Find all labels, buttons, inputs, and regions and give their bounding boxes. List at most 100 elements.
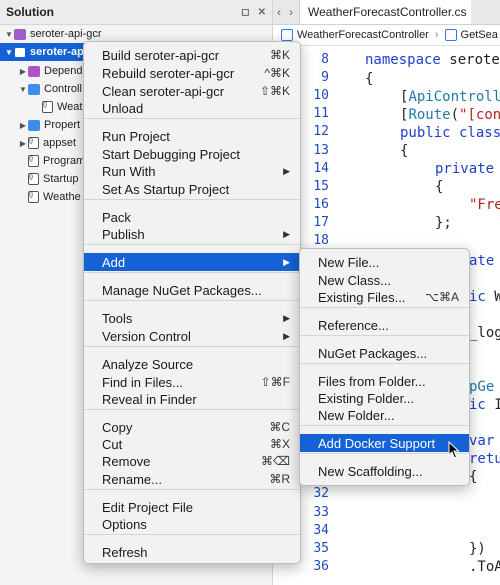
menu-item-shortcut: ⌘X	[269, 437, 290, 451]
line-number: 35	[313, 540, 329, 556]
menu-item-unload[interactable]: Unload	[84, 99, 300, 117]
expand-icon[interactable]: ▼	[5, 29, 13, 39]
pin-icon[interactable]: ◻	[241, 6, 250, 18]
menu-item-label: Reveal in Finder	[102, 391, 197, 407]
menu-item-build[interactable]: Build seroter-api-gcr⌘K	[84, 46, 300, 64]
menu-item-run-with[interactable]: Run With▶	[84, 162, 300, 180]
tree-item-appsettings[interactable]: ▶ {} appset	[0, 134, 272, 152]
menu-separator	[300, 425, 469, 426]
menu-item-shortcut: ⌘C	[269, 420, 290, 434]
menu-separator	[84, 199, 300, 200]
menu-item-cut[interactable]: Cut⌘X	[84, 435, 300, 453]
menu-item-find-in-files[interactable]: Find in Files...⇧⌘F	[84, 373, 300, 391]
code-editor[interactable]: namespace seroter { [ApiControll [Route(…	[333, 46, 500, 585]
method-icon	[444, 29, 457, 41]
tree-item-program[interactable]: {} Program	[0, 152, 272, 170]
code-line: [Route("[con	[400, 107, 500, 123]
solution-title: Solution	[6, 5, 54, 19]
submenu-item-new-class[interactable]: New Class...	[300, 271, 469, 289]
submenu-item-reference[interactable]: Reference...	[300, 316, 469, 334]
menu-item-manage-nuget[interactable]: Manage NuGet Packages...	[84, 281, 300, 299]
menu-item-edit-project-file[interactable]: Edit Project File	[84, 498, 300, 516]
code-line: public class	[400, 125, 500, 141]
menu-item-label: Options	[102, 516, 147, 532]
tab-weather-forecast-controller[interactable]: WeatherForecastController.cs	[299, 0, 471, 24]
tree-item-solution[interactable]: ▼ seroter-api-gcr	[0, 25, 272, 43]
solution-header: Solution ◻ ✕	[0, 0, 272, 25]
submenu-item-existing-folder[interactable]: Existing Folder...	[300, 389, 469, 407]
menu-item-pack[interactable]: Pack	[84, 208, 300, 226]
menu-item-publish[interactable]: Publish ▶	[84, 225, 300, 243]
breadcrumb-item-class[interactable]: WeatherForecastController	[297, 29, 429, 41]
menu-item-version-control[interactable]: Version Control▶	[84, 327, 300, 345]
menu-item-reveal-in-finder[interactable]: Reveal in Finder	[84, 390, 300, 408]
tree-item-controllers[interactable]: ▼ Controll	[0, 80, 272, 98]
menu-item-start-debugging[interactable]: Start Debugging Project	[84, 145, 300, 163]
breadcrumb-item-method[interactable]: GetSea	[460, 29, 498, 41]
forward-icon[interactable]: ›	[289, 5, 293, 19]
menu-item-label: Publish	[102, 226, 145, 242]
submenu-item-new-scaffolding[interactable]: New Scaffolding...	[300, 462, 469, 480]
submenu-item-add-docker-support[interactable]: Add Docker Support	[300, 434, 469, 452]
back-icon[interactable]: ‹	[277, 5, 281, 19]
code-line: {	[435, 179, 444, 195]
line-number: 32	[313, 486, 329, 502]
code-line: var	[469, 433, 495, 449]
tree-item-startup[interactable]: {} Startup	[0, 170, 272, 188]
menu-item-refresh[interactable]: Refresh	[84, 543, 300, 561]
menu-separator	[84, 346, 300, 347]
tree-item-label: Controll	[44, 83, 82, 95]
menu-item-label: Run Project	[102, 128, 170, 144]
menu-item-run-project[interactable]: Run Project	[84, 127, 300, 145]
menu-item-label: Start Debugging Project	[102, 146, 241, 162]
menu-item-add[interactable]: Add▶	[84, 253, 300, 271]
menu-item-label: Copy	[102, 419, 133, 435]
submenu-item-existing-files[interactable]: Existing Files...⌥⌘A	[300, 288, 469, 306]
menu-item-options[interactable]: Options	[84, 515, 300, 533]
expand-icon[interactable]: ▶	[19, 138, 27, 148]
menu-item-clean[interactable]: Clean seroter-api-gcr⇧⌘K	[84, 82, 300, 100]
menu-item-shortcut: ⇧⌘K	[259, 84, 290, 98]
menu-separator	[84, 300, 300, 301]
code-line: ate	[469, 253, 495, 269]
line-number: 12	[313, 124, 329, 140]
tree-item-weather-forecast[interactable]: {} Weathe	[0, 188, 272, 206]
menu-item-label: Tools	[102, 310, 133, 326]
tree-item-weather-controller[interactable]: {} Weat	[0, 98, 272, 116]
expand-icon[interactable]: ▼	[19, 84, 27, 94]
submenu-item-new-folder[interactable]: New Folder...	[300, 406, 469, 424]
close-icon[interactable]: ✕	[257, 6, 266, 18]
menu-item-remove[interactable]: Remove⌘⌫	[84, 452, 300, 470]
submenu-item-label: Add Docker Support	[318, 435, 436, 451]
code-line: };	[435, 215, 452, 231]
tree-item-label: Program	[43, 155, 86, 167]
expand-icon[interactable]: ▼	[5, 47, 13, 57]
menu-separator	[84, 272, 300, 273]
menu-item-rename[interactable]: Rename...⌘R	[84, 470, 300, 488]
tree-item-properties[interactable]: ▶ Propert	[0, 116, 272, 134]
submenu-arrow-icon: ▶	[283, 228, 290, 239]
menu-item-analyze-source[interactable]: Analyze Source	[84, 355, 300, 373]
line-number: 16	[313, 196, 329, 212]
expand-icon[interactable]: ▶	[19, 66, 27, 76]
menu-item-set-startup[interactable]: Set As Startup Project	[84, 180, 300, 198]
menu-item-tools[interactable]: Tools▶	[84, 309, 300, 327]
menu-separator	[84, 244, 300, 245]
submenu-item-files-from-folder[interactable]: Files from Folder...	[300, 372, 469, 390]
submenu-item-label: Existing Folder...	[318, 390, 415, 406]
menu-item-label: Build seroter-api-gcr	[102, 47, 220, 63]
tree-item-dependencies[interactable]: ▶ Depende	[0, 62, 272, 80]
csharp-file-icon: {}	[28, 173, 39, 185]
line-number: 18	[313, 233, 329, 248]
menu-separator	[300, 307, 469, 308]
expand-icon[interactable]: ▶	[19, 120, 27, 130]
menu-item-label: Refresh	[102, 544, 148, 560]
menu-item-copy[interactable]: Copy ⌘C	[84, 418, 300, 436]
submenu-item-new-file[interactable]: New File...	[300, 253, 469, 271]
csharp-file-icon: {}	[28, 191, 39, 203]
submenu-item-nuget-packages[interactable]: NuGet Packages...	[300, 344, 469, 362]
menu-item-shortcut: ⌘R	[269, 472, 290, 486]
menu-item-rebuild[interactable]: Rebuild seroter-api-gcr^⌘K	[84, 64, 300, 82]
menu-item-label: Run With	[102, 163, 156, 179]
